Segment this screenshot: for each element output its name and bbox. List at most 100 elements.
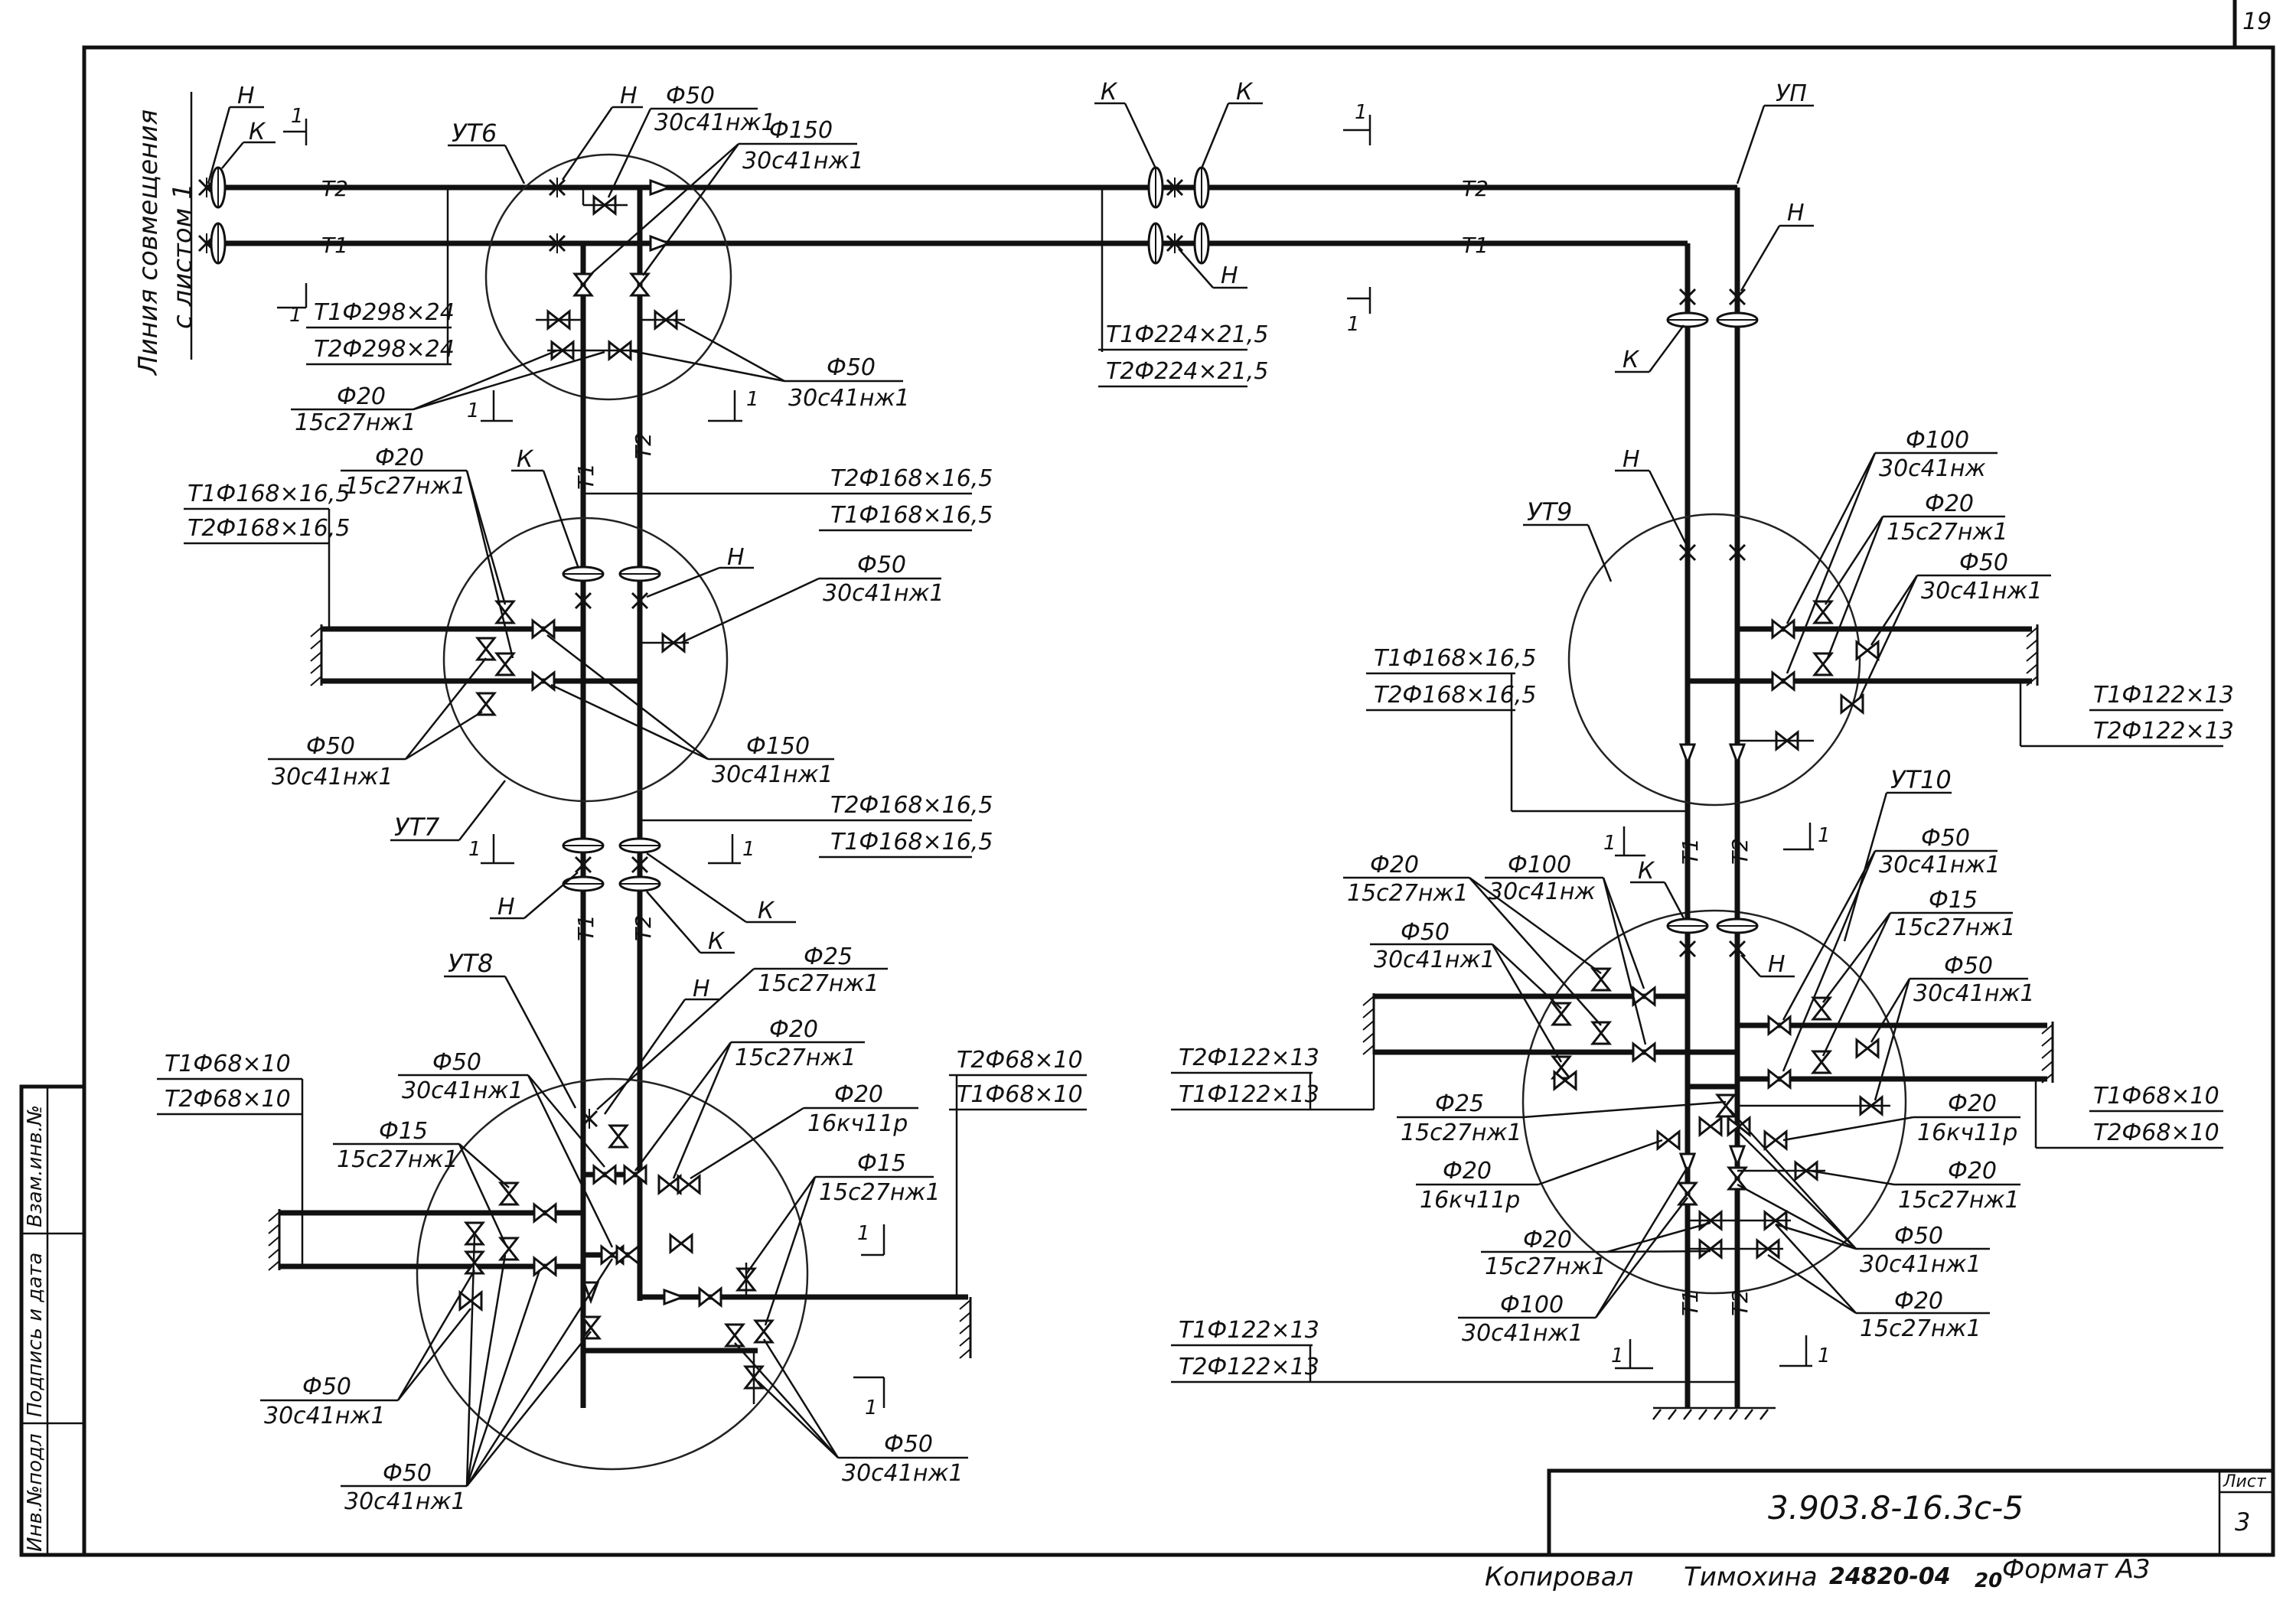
- list-label: Лист: [2223, 1472, 2267, 1491]
- ut7-riser-t1: Т1: [573, 914, 598, 941]
- up-h: Н: [1787, 200, 1805, 227]
- ut8-d25-mat: 15с27нж1: [758, 970, 879, 997]
- ut8-t1-68-right: Т1Ф68×10: [957, 1081, 1083, 1108]
- ut6-riser-t2: Т2: [631, 432, 656, 459]
- ut10-d20d: Ф20: [1948, 1158, 1997, 1185]
- ut10-t1-122-left: Т1Ф122×13: [1179, 1081, 1319, 1108]
- ut8-d20a: Ф20: [769, 1016, 818, 1043]
- drawing-code: 3.903.8-16.3с-5: [1768, 1489, 2024, 1527]
- ut9-d50-mat: 30с41нж1: [1921, 578, 2043, 605]
- ut8-t1-68-left: Т1Ф68×10: [165, 1051, 291, 1077]
- label-k-topleft: К: [249, 119, 266, 145]
- ut8-d15b: Ф15: [857, 1150, 906, 1177]
- chamber-ut9: [1567, 513, 1861, 807]
- mid-t1-224: Т1Ф224×21,5: [1106, 321, 1268, 348]
- ut9-h: Н: [1623, 446, 1640, 473]
- ut10-d100a: Ф100: [1508, 852, 1571, 878]
- sheet-number: 19: [2242, 8, 2272, 35]
- ut8-d50b-mat: 30с41нж1: [264, 1403, 386, 1429]
- footer-format: Формат А3: [2002, 1554, 2151, 1585]
- stamp-replace-inv: Взам.инв.№: [24, 1105, 47, 1227]
- label-k-mid1: К: [1101, 79, 1118, 106]
- ut10-d20b: Ф20: [1443, 1158, 1492, 1185]
- chamber-ut6: [484, 153, 732, 401]
- side-note-line1: Линия совмещения: [133, 109, 164, 376]
- ut9-d100-mat: 30с41нж: [1879, 455, 1985, 482]
- label-h-mid: Н: [1221, 262, 1238, 289]
- ut7-node: [309, 565, 689, 892]
- list-value: 3: [2235, 1507, 2250, 1537]
- ut9-d20: Ф20: [1925, 490, 1974, 517]
- ut8-d50b: Ф50: [302, 1374, 351, 1400]
- ut10-d50c: Ф50: [1944, 953, 1993, 979]
- ut10-sec1a: 1: [1611, 1344, 1624, 1367]
- ut8-sec1b: 1: [865, 1396, 878, 1419]
- ut6-d20: Ф20: [337, 383, 386, 410]
- ut7-k2: К: [758, 898, 775, 924]
- ut10-t1-68-right: Т1Ф68×10: [2093, 1083, 2219, 1110]
- drawing-frame: [82, 45, 2275, 1557]
- ut9-node: [1678, 541, 2039, 764]
- ut10-riser-t2: Т2: [1727, 1289, 1753, 1316]
- ut10-d25: Ф25: [1435, 1090, 1484, 1117]
- ut8-label: УТ8: [448, 949, 493, 978]
- ut10-d20e: Ф20: [1894, 1288, 1943, 1315]
- ut8-t2-68-left: Т2Ф68×10: [165, 1086, 291, 1113]
- ut7-t2-168-top: Т2Ф168×16,5: [830, 465, 993, 492]
- label-h-topleft: Н: [237, 83, 255, 109]
- up-k: К: [1623, 347, 1640, 373]
- ut6-label: УТ6: [452, 119, 497, 148]
- ut6-riser-t1: Т1: [573, 463, 598, 490]
- section-mark-1b: 1: [289, 304, 302, 327]
- ut9-t1-168: Т1Ф168×16,5: [1374, 645, 1536, 672]
- trunk-label-t1: Т1: [321, 233, 348, 258]
- ut7-h: Н: [727, 544, 745, 571]
- footer-order: 24820-04: [1829, 1563, 1951, 1590]
- ut9-sec1b: 1: [1818, 824, 1831, 847]
- main-trunk: [197, 166, 1740, 803]
- ut8-d20b-mat: 16кч11р: [807, 1110, 908, 1137]
- ut10-k: К: [1638, 858, 1655, 885]
- footer-num: 20: [1975, 1569, 2002, 1592]
- ut6-node: [536, 176, 685, 1408]
- ut10-t2-68-right: Т2Ф68×10: [2093, 1119, 2219, 1146]
- ut6-d150: Ф150: [769, 117, 833, 144]
- trunk-label-t1-right: Т1: [1462, 233, 1489, 258]
- ut7-t1-168-left: Т1Ф168×16,5: [188, 481, 350, 507]
- ut10-d20c-mat: 16кч11р: [1917, 1119, 2017, 1146]
- ut10-t2-122-bot: Т2Ф122×13: [1179, 1354, 1319, 1380]
- ut8-sec1a: 1: [857, 1222, 870, 1245]
- ut7-t2-168-bot: Т2Ф168×16,5: [830, 792, 993, 819]
- ut6-d50b: Ф50: [827, 354, 876, 381]
- ut7-k3: К: [708, 928, 726, 955]
- stamp-signature-date: Подпись и дата: [24, 1253, 47, 1417]
- ut6-d50b-mat: 30с41нж1: [788, 385, 910, 412]
- ut7-sec1a: 1: [468, 838, 481, 861]
- trunk-label-t2-right: Т2: [1462, 176, 1489, 201]
- ut10-d50b: Ф50: [1921, 825, 1970, 852]
- ut6-sec1a: 1: [467, 399, 480, 422]
- ut6-t2-298: Т2Ф298×24: [314, 336, 455, 363]
- ut8-d20b: Ф20: [834, 1081, 883, 1108]
- ut7-d50-mat: 30с41нж1: [823, 580, 944, 607]
- ut7-t2-168-left: Т2Ф168×16,5: [188, 515, 350, 542]
- ut8-d20a-mat: 15с27нж1: [735, 1045, 856, 1071]
- ut10-d15: Ф15: [1929, 887, 1978, 914]
- ut9-t1-122: Т1Ф122×13: [2093, 682, 2234, 709]
- ut7-d150: Ф150: [746, 733, 810, 760]
- ut10-label: УТ10: [1890, 765, 1952, 794]
- ut10-d20e-mat: 15с27нж1: [1860, 1315, 1981, 1342]
- ut10-d15-mat: 15с27нж1: [1894, 914, 2016, 941]
- ut7-d50: Ф50: [857, 552, 906, 578]
- ut10-d50b-mat: 30с41нж1: [1879, 852, 2001, 878]
- ut7-d150-mat: 30с41нж1: [712, 761, 833, 788]
- ut7-sec1b: 1: [742, 838, 755, 861]
- mid-sec1a: 1: [1355, 101, 1368, 124]
- mid-t2-224: Т2Ф224×21,5: [1106, 358, 1268, 385]
- ut8-d50d-mat: 30с41нж1: [842, 1460, 964, 1487]
- ut6-sec1b: 1: [746, 388, 759, 411]
- ut8-d15: Ф15: [379, 1118, 428, 1145]
- label-k-mid2: К: [1236, 79, 1254, 106]
- ut10-d50d-mat: 30с41нж1: [1860, 1251, 1981, 1278]
- ut7-d50b: Ф50: [306, 733, 355, 760]
